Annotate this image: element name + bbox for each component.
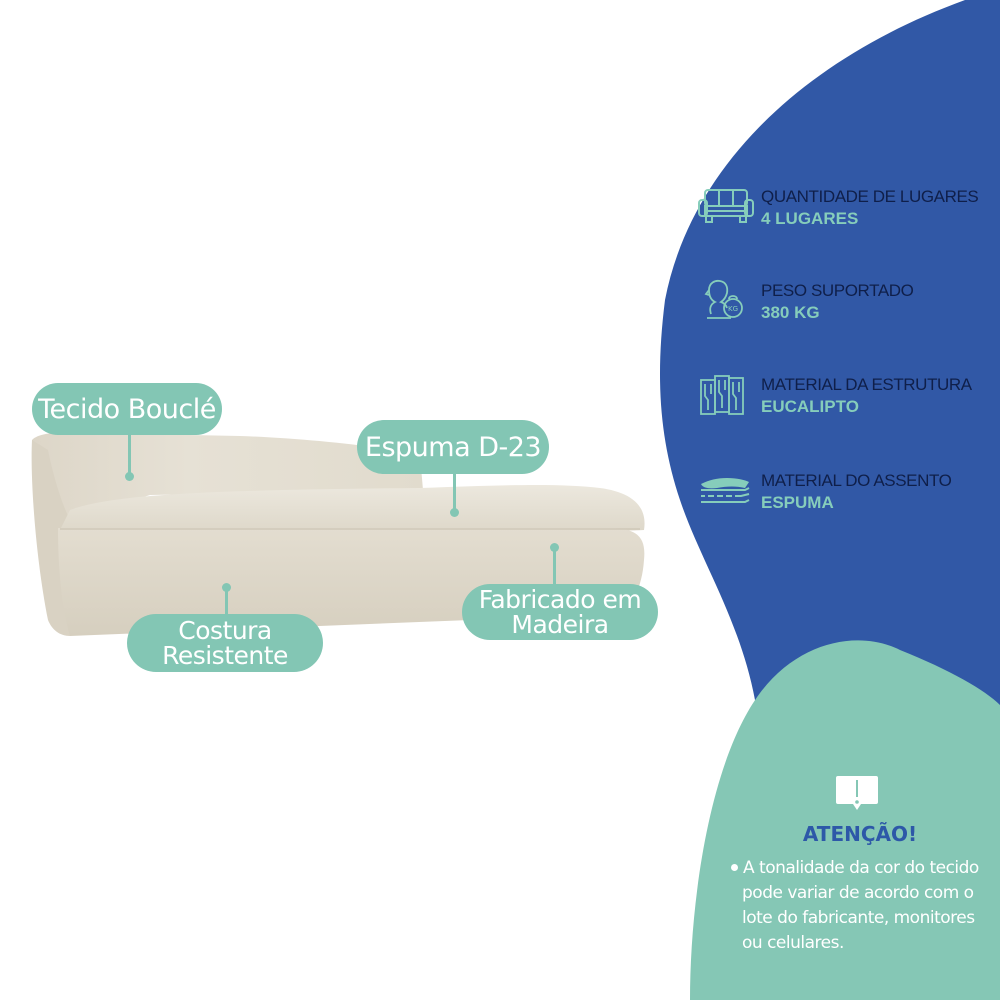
- callout-tecido-text: Tecido Bouclé: [38, 393, 216, 425]
- spec-structure-value: EUCALIPTO: [761, 397, 859, 416]
- spec-seat-material: MATERIAL DO ASSENTO ESPUMA: [697, 468, 952, 514]
- attention-line-2: pode variar de acordo com o: [742, 883, 974, 903]
- callout-costura: Costura Resistente: [127, 614, 323, 672]
- weight-person-icon: KG: [704, 279, 743, 319]
- spec-weight-label: PESO SUPORTADO: [761, 281, 914, 300]
- costura-pin-line: [225, 588, 228, 618]
- sofa-image: [31, 432, 645, 636]
- spec-seat-material-label: MATERIAL DO ASSENTO: [761, 471, 952, 490]
- attention-line-3: lote do fabricante, monitores: [742, 908, 975, 928]
- mint-panel: [690, 640, 1000, 1000]
- espuma-pin-line: [453, 470, 456, 510]
- attention-line-4: ou celulares.: [742, 933, 844, 953]
- callout-fabricado-line1: Fabricado em: [478, 585, 642, 614]
- callout-fabricado: Fabricado em Madeira: [462, 584, 658, 640]
- attention-line-1: A tonalidade da cor do tecido: [743, 858, 979, 878]
- spec-seats: QUANTIDADE DE LUGARES 4 LUGARES: [697, 184, 979, 230]
- fabricado-pin-line: [553, 548, 556, 588]
- spec-weight: KG PESO SUPORTADO 380 KG: [697, 278, 914, 324]
- bullet-icon: [731, 863, 738, 871]
- tecido-pin-line: [128, 430, 131, 475]
- sofa-icon: [698, 189, 754, 223]
- costura-pin-dot: [222, 583, 231, 592]
- espuma-pin-dot: [450, 508, 459, 517]
- attention-notice: A tonalidade da cor do tecido pode varia…: [728, 856, 996, 956]
- spec-structure: MATERIAL DA ESTRUTURA EUCALIPTO: [697, 372, 972, 418]
- spec-seats-label: QUANTIDADE DE LUGARES: [761, 187, 979, 206]
- spec-weight-value: 380 KG: [761, 303, 820, 322]
- alert-note-icon: [836, 776, 878, 810]
- wood-planks-icon: [700, 375, 744, 415]
- foam-layers-icon: [701, 478, 750, 503]
- callout-fabricado-line2: Madeira: [511, 610, 609, 639]
- svg-text:KG: KG: [728, 305, 738, 313]
- callout-tecido-boucle: Tecido Bouclé: [32, 383, 222, 435]
- callout-espuma: Espuma D-23: [357, 420, 549, 474]
- spec-seat-material-value: ESPUMA: [761, 493, 834, 512]
- fabricado-pin-dot: [550, 543, 559, 552]
- callout-espuma-text: Espuma D-23: [364, 431, 542, 463]
- tecido-pin-dot: [125, 472, 134, 481]
- attention-title: ATENÇÃO!: [802, 822, 918, 846]
- callout-costura-line2: Resistente: [162, 641, 288, 670]
- spec-structure-label: MATERIAL DA ESTRUTURA: [761, 375, 972, 394]
- callout-costura-line1: Costura: [178, 616, 272, 645]
- spec-seats-value: 4 LUGARES: [761, 209, 859, 228]
